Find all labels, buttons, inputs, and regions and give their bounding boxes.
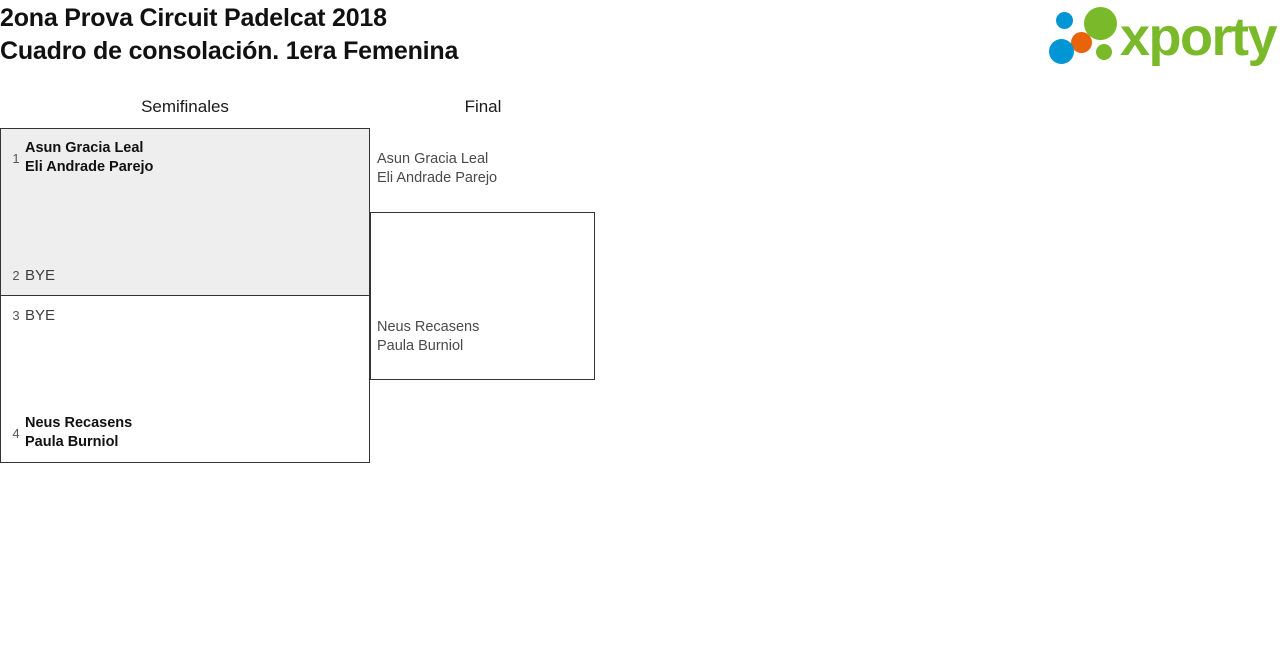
team-name-bye: BYE bbox=[25, 266, 55, 285]
seed-number: 2 bbox=[12, 268, 20, 283]
page-title: 2ona Prova Circuit Padelcat 2018 Cuadro … bbox=[0, 2, 900, 68]
logo-dot-green-large bbox=[1084, 7, 1117, 40]
team-player-2: Eli Andrade Parejo bbox=[377, 170, 498, 186]
logo-dot-blue-small bbox=[1056, 12, 1073, 29]
team-player-1: Neus Recasens bbox=[25, 415, 133, 431]
seed-number: 1 bbox=[12, 150, 20, 166]
title-line-draw: Cuadro de consolación. 1era Femenina bbox=[0, 37, 459, 65]
xporty-logo[interactable]: xporty bbox=[1046, 6, 1278, 68]
team-player-1: BYE bbox=[25, 267, 56, 284]
team-player-2: Paula Burniol bbox=[377, 338, 464, 354]
team-player-1: BYE bbox=[25, 307, 56, 324]
final-entry-top[interactable]: Asun Gracia Leal Eli Andrade Parejo bbox=[377, 150, 497, 188]
title-line-tournament: 2ona Prova Circuit Padelcat 2018 bbox=[0, 4, 387, 32]
team-player-1: Neus Recasens bbox=[377, 319, 480, 335]
match-entry-top[interactable]: 1 Asun Gracia Leal Eli Andrade Parejo bbox=[1, 139, 369, 177]
team-player-1: Asun Gracia Leal bbox=[377, 151, 489, 167]
team-player-1: Asun Gracia Leal bbox=[25, 140, 144, 156]
final-entry-bottom[interactable]: Neus Recasens Paula Burniol bbox=[377, 318, 479, 356]
seed-number: 3 bbox=[12, 308, 20, 323]
match-entry-bottom[interactable]: 4 Neus Recasens Paula Burniol bbox=[1, 414, 369, 452]
seed-number: 4 bbox=[12, 425, 20, 441]
logo-dot-blue-large bbox=[1049, 39, 1074, 64]
match-entry-bottom[interactable]: 2 BYE bbox=[1, 266, 369, 285]
logo-dot-green-small bbox=[1096, 44, 1112, 60]
match-semifinal-1[interactable]: 1 Asun Gracia Leal Eli Andrade Parejo 2 … bbox=[0, 128, 370, 296]
team-player-2: Eli Andrade Parejo bbox=[25, 159, 154, 175]
logo-dot-orange bbox=[1071, 32, 1092, 53]
team-name-bye: BYE bbox=[25, 306, 55, 325]
match-final[interactable] bbox=[370, 212, 595, 380]
round-header-semifinales: Semifinales bbox=[141, 97, 229, 116]
logo-dots-icon bbox=[1046, 6, 1126, 68]
match-entry-top[interactable]: 3 BYE bbox=[1, 306, 369, 325]
team-name: Neus Recasens Paula Burniol bbox=[25, 414, 132, 452]
team-name: Asun Gracia Leal Eli Andrade Parejo bbox=[25, 139, 153, 177]
team-player-2: Paula Burniol bbox=[25, 434, 119, 450]
round-header-final: Final bbox=[464, 97, 502, 116]
match-semifinal-2[interactable]: 3 BYE 4 Neus Recasens Paula Burniol bbox=[0, 295, 370, 463]
logo-wordmark: xporty bbox=[1120, 7, 1278, 67]
tournament-header: 2ona Prova Circuit Padelcat 2018 Cuadro … bbox=[0, 0, 1280, 80]
